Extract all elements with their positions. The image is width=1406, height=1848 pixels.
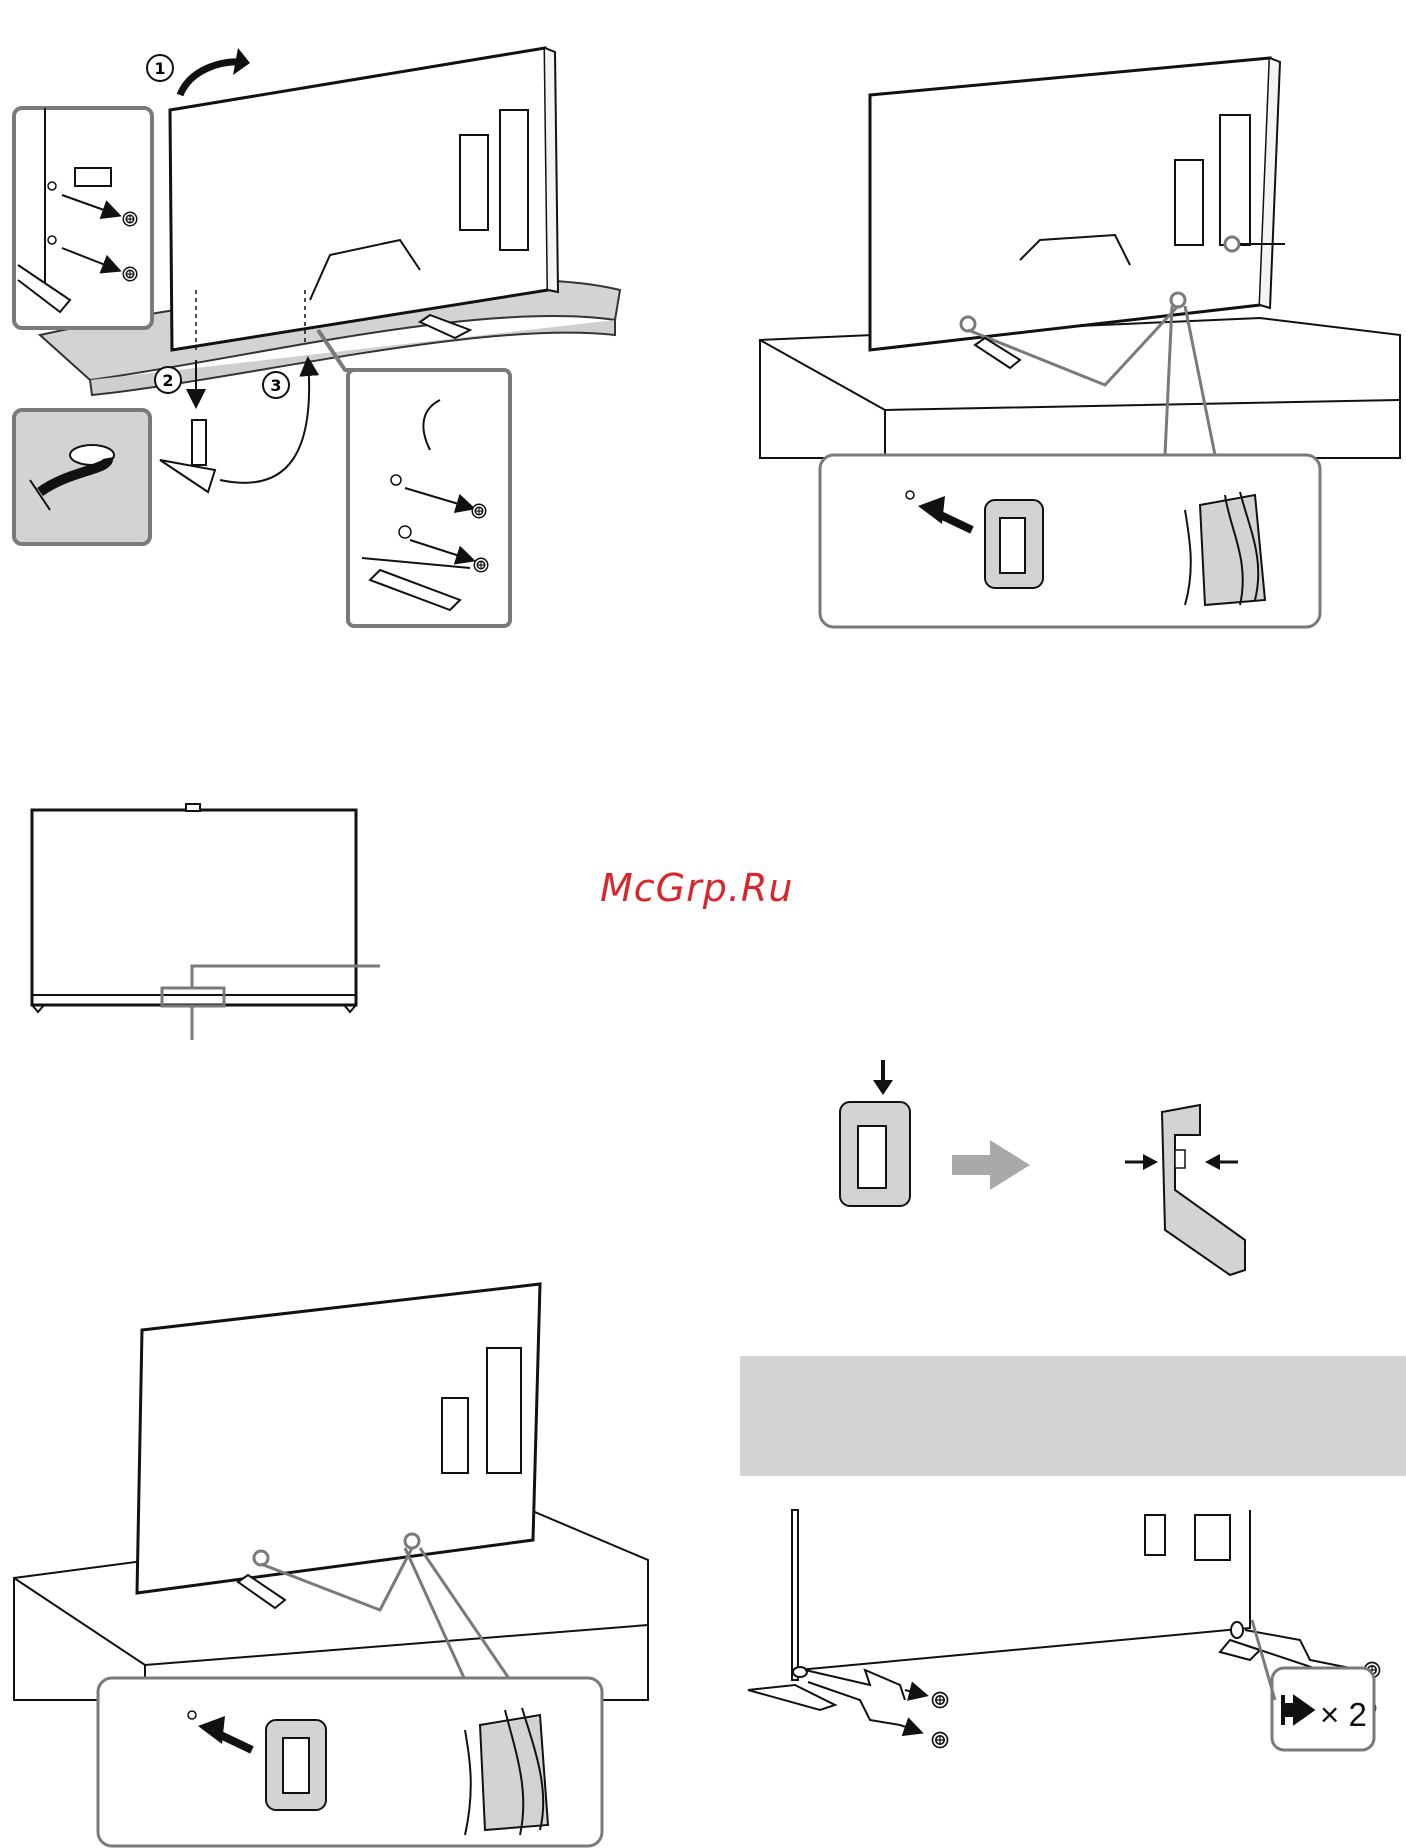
- panel-attach-screws: [748, 1510, 1380, 1750]
- step-1-number: 1: [154, 59, 165, 78]
- panel-front-view: [32, 804, 380, 1040]
- panel-holder-detach: [840, 1060, 1245, 1275]
- panel-cable-holder-top: [760, 58, 1400, 627]
- panel-remove-stand: 1 2 3: [14, 48, 620, 626]
- step-2-number: 2: [162, 371, 173, 390]
- step-3-number: 3: [270, 376, 281, 395]
- panel-cable-holder-bottom: [14, 1284, 648, 1846]
- screw-count-label: × 2: [1320, 1696, 1368, 1736]
